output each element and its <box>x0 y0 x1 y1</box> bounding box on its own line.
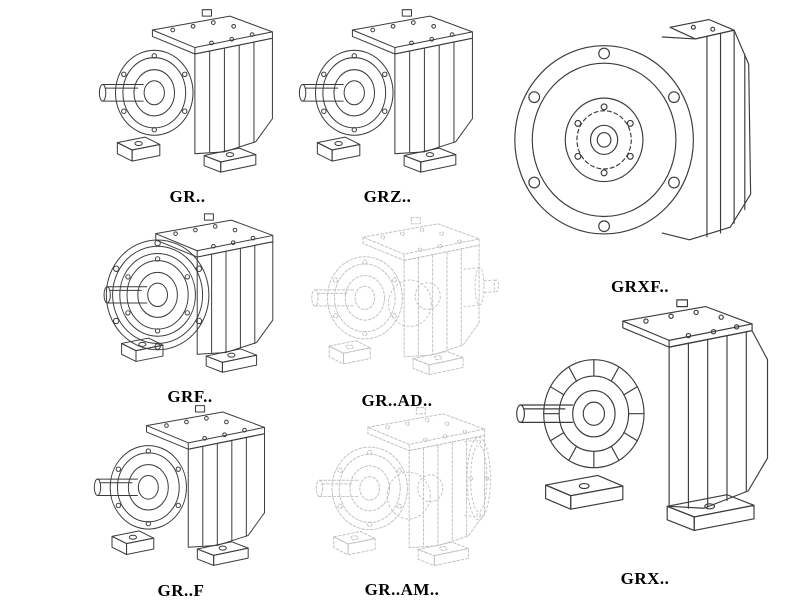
grf-gearbox-drawing <box>100 210 280 386</box>
gr-ad-label: GR..AD.. <box>361 391 433 410</box>
figure-gr-f: GR..F <box>90 402 272 602</box>
figure-grx: GRX.. <box>505 296 785 590</box>
gr-f-gearbox-drawing <box>93 405 266 566</box>
gr-gearbox-drawing <box>98 9 273 173</box>
figure-grz: GRZ.. <box>295 6 480 208</box>
figure-grxf: GRXF.. <box>505 4 775 298</box>
grz-gearbox-drawing <box>298 9 473 173</box>
grx-label: GRX.. <box>620 569 670 588</box>
grz-label: GRZ.. <box>363 187 412 206</box>
gr-am-label: GR..AM.. <box>364 580 440 599</box>
gr-am-gearbox-drawing <box>292 404 512 579</box>
figure-gr-am: GR..AM.. <box>292 404 512 601</box>
figure-gr-ad: GR..AD.. <box>292 214 502 412</box>
grxf-gearbox-drawing <box>514 18 752 241</box>
gr-label: GR.. <box>169 187 206 206</box>
gr-f-label: GR..F <box>157 581 205 600</box>
grf-label: GRF.. <box>167 387 213 406</box>
grx-gearbox-drawing <box>516 299 769 532</box>
figure-grf: GRF.. <box>100 210 280 408</box>
gr-ad-gearbox-drawing <box>292 214 502 388</box>
figure-gr: GR.. <box>95 6 280 208</box>
grxf-label: GRXF.. <box>610 277 670 296</box>
